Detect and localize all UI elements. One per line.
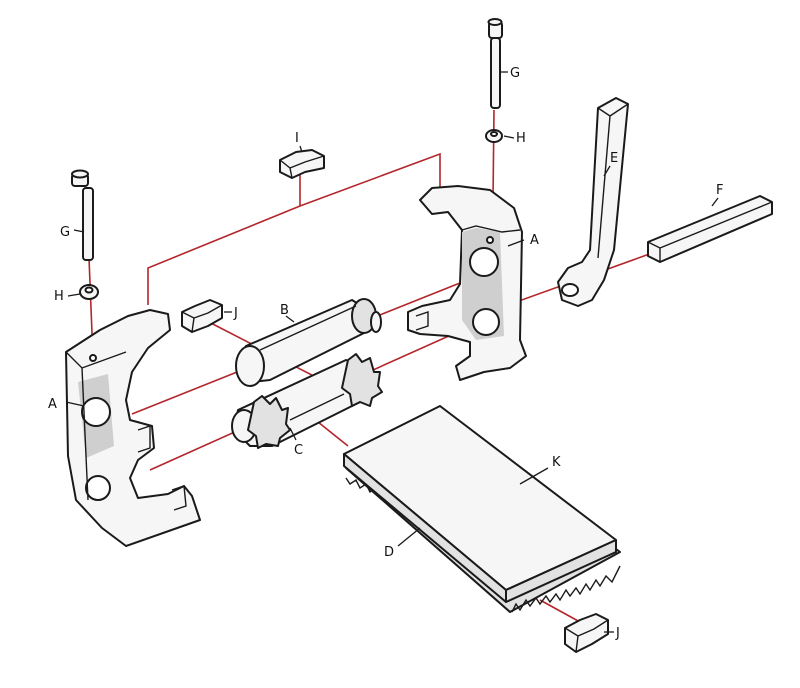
label-roller-c: C [294,443,303,458]
label-wedge-j-upper: J [233,306,238,321]
label-rack-d: D [384,545,394,560]
label-frame-a-left: A [48,397,57,412]
bolt-g-right [487,18,503,109]
label-bed-k: K [552,455,561,470]
square-shaft-f [647,195,773,263]
wedge-j-upper [181,299,223,333]
roller-b [235,298,382,387]
guide-right-bolt [492,109,495,201]
frame-a-left [65,309,201,547]
label-nut-h-right: H [516,131,526,146]
label-crank-e: E [610,151,618,166]
frame-a-right [407,185,527,381]
nut-h-right [485,129,503,143]
label-roller-b: B [280,303,289,318]
label-nut-h-left: H [54,289,64,304]
label-frame-a-right: A [530,233,539,248]
label-bolt-g-left: G [60,225,70,240]
label-leaders [65,71,719,633]
label-wedge-j-lower: J [615,626,620,641]
cross-brace-i [279,149,325,179]
bolt-g-left [71,169,94,261]
guide-wedge-lower [539,599,581,623]
crank-handle-e [557,97,629,307]
roller-gear-c [231,353,383,449]
label-bolt-g-right: G [510,66,520,81]
wedge-j-lower [564,613,609,653]
part-labels: A A B C D E F G G H H I J J K [48,66,723,641]
bed-plate-k [343,405,617,603]
nut-h-left [79,284,99,300]
label-shaft-f: F [716,183,723,198]
guide-rack-up [317,421,349,447]
label-brace-i: I [295,131,299,146]
